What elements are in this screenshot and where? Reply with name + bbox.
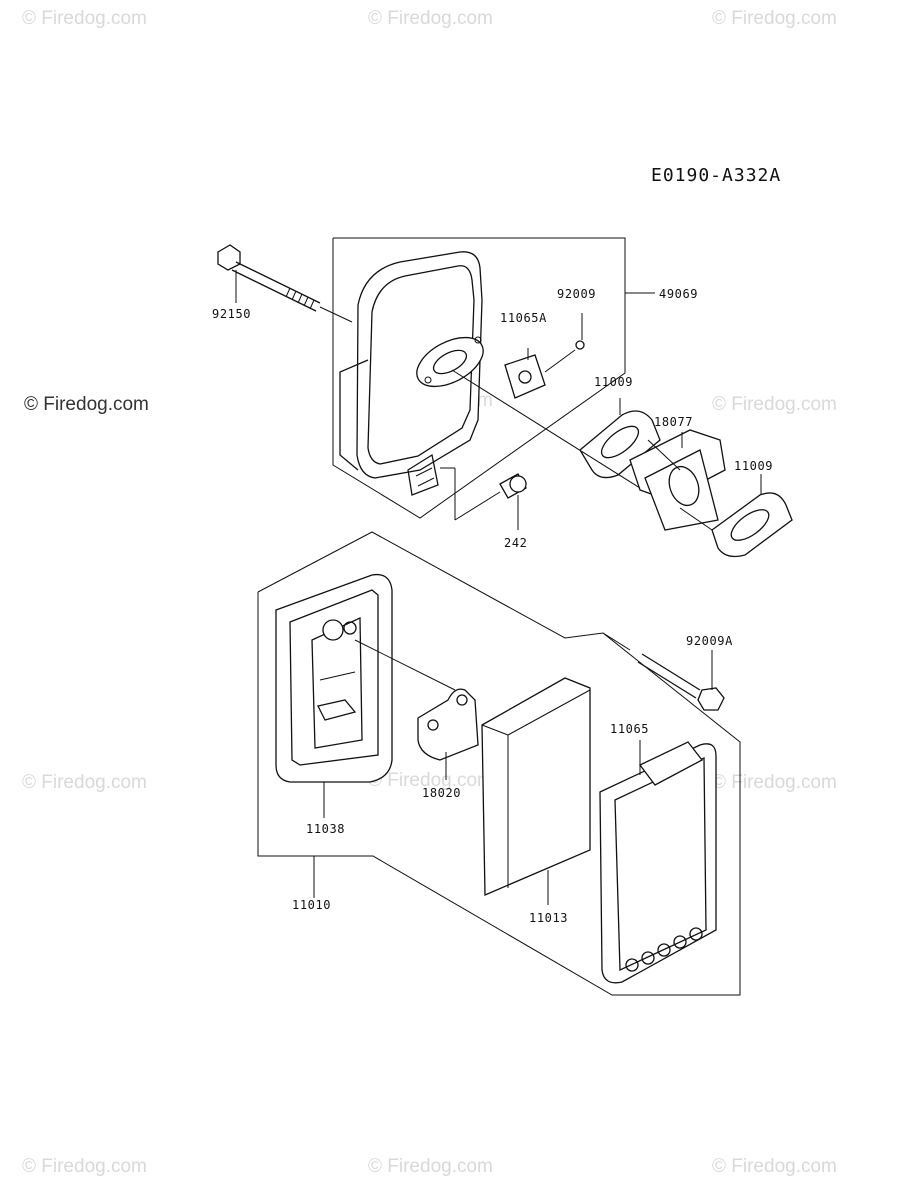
bolt-92150	[217, 244, 353, 323]
part-label-18077[interactable]: 18077	[654, 415, 693, 429]
part-label-92150[interactable]: 92150	[212, 307, 251, 321]
watermark: © Firedog.com	[712, 1156, 837, 1177]
watermark: © Firedog.com	[712, 394, 837, 415]
watermark: © Firedog.com	[22, 1156, 147, 1177]
watermark: © Firedog.com	[368, 8, 493, 29]
diagram-code: E0190-A332A	[651, 165, 782, 186]
air-cleaner-outline	[257, 531, 741, 996]
muffler-assembly-bracket	[332, 237, 655, 519]
part-label-11013[interactable]: 11013	[529, 911, 568, 925]
element-11013	[481, 677, 591, 905]
watermark: © Firedog.com	[22, 8, 147, 29]
watermark: © Firedog.com	[712, 8, 837, 29]
part-label-242[interactable]: 242	[504, 536, 527, 550]
part-label-92009[interactable]: 92009	[557, 287, 596, 301]
bolt-92009A	[637, 650, 725, 711]
part-label-11065A[interactable]: 11065A	[500, 311, 547, 325]
gasket-11009-lower	[679, 474, 793, 558]
base-11038	[275, 573, 456, 818]
watermark: © Firedog.com	[368, 1156, 493, 1177]
part-label-49069[interactable]: 49069	[659, 287, 698, 301]
firedog-logo-text: © Firedog.com	[24, 394, 149, 415]
part-label-11038[interactable]: 11038	[306, 822, 345, 836]
stud-242	[499, 473, 527, 530]
gasket-11065A	[504, 313, 585, 399]
gasket-11009-upper	[579, 398, 661, 479]
bracket-18020	[417, 688, 479, 780]
muffler-body	[339, 251, 501, 521]
watermark: © Firedog.com	[712, 772, 837, 793]
part-label-11009-lower[interactable]: 11009	[734, 459, 773, 473]
part-label-11065[interactable]: 11065	[610, 722, 649, 736]
watermark: © Firedog.com	[22, 772, 147, 793]
part-label-11010[interactable]: 11010	[292, 898, 331, 912]
cover-11065	[599, 740, 717, 984]
part-label-92009A[interactable]: 92009A	[686, 634, 733, 648]
watermark: © Firedog.com	[368, 770, 493, 791]
heat-shield-18077	[451, 369, 726, 531]
part-label-11009-upper[interactable]: 11009	[594, 375, 633, 389]
part-label-18020[interactable]: 18020	[422, 786, 461, 800]
